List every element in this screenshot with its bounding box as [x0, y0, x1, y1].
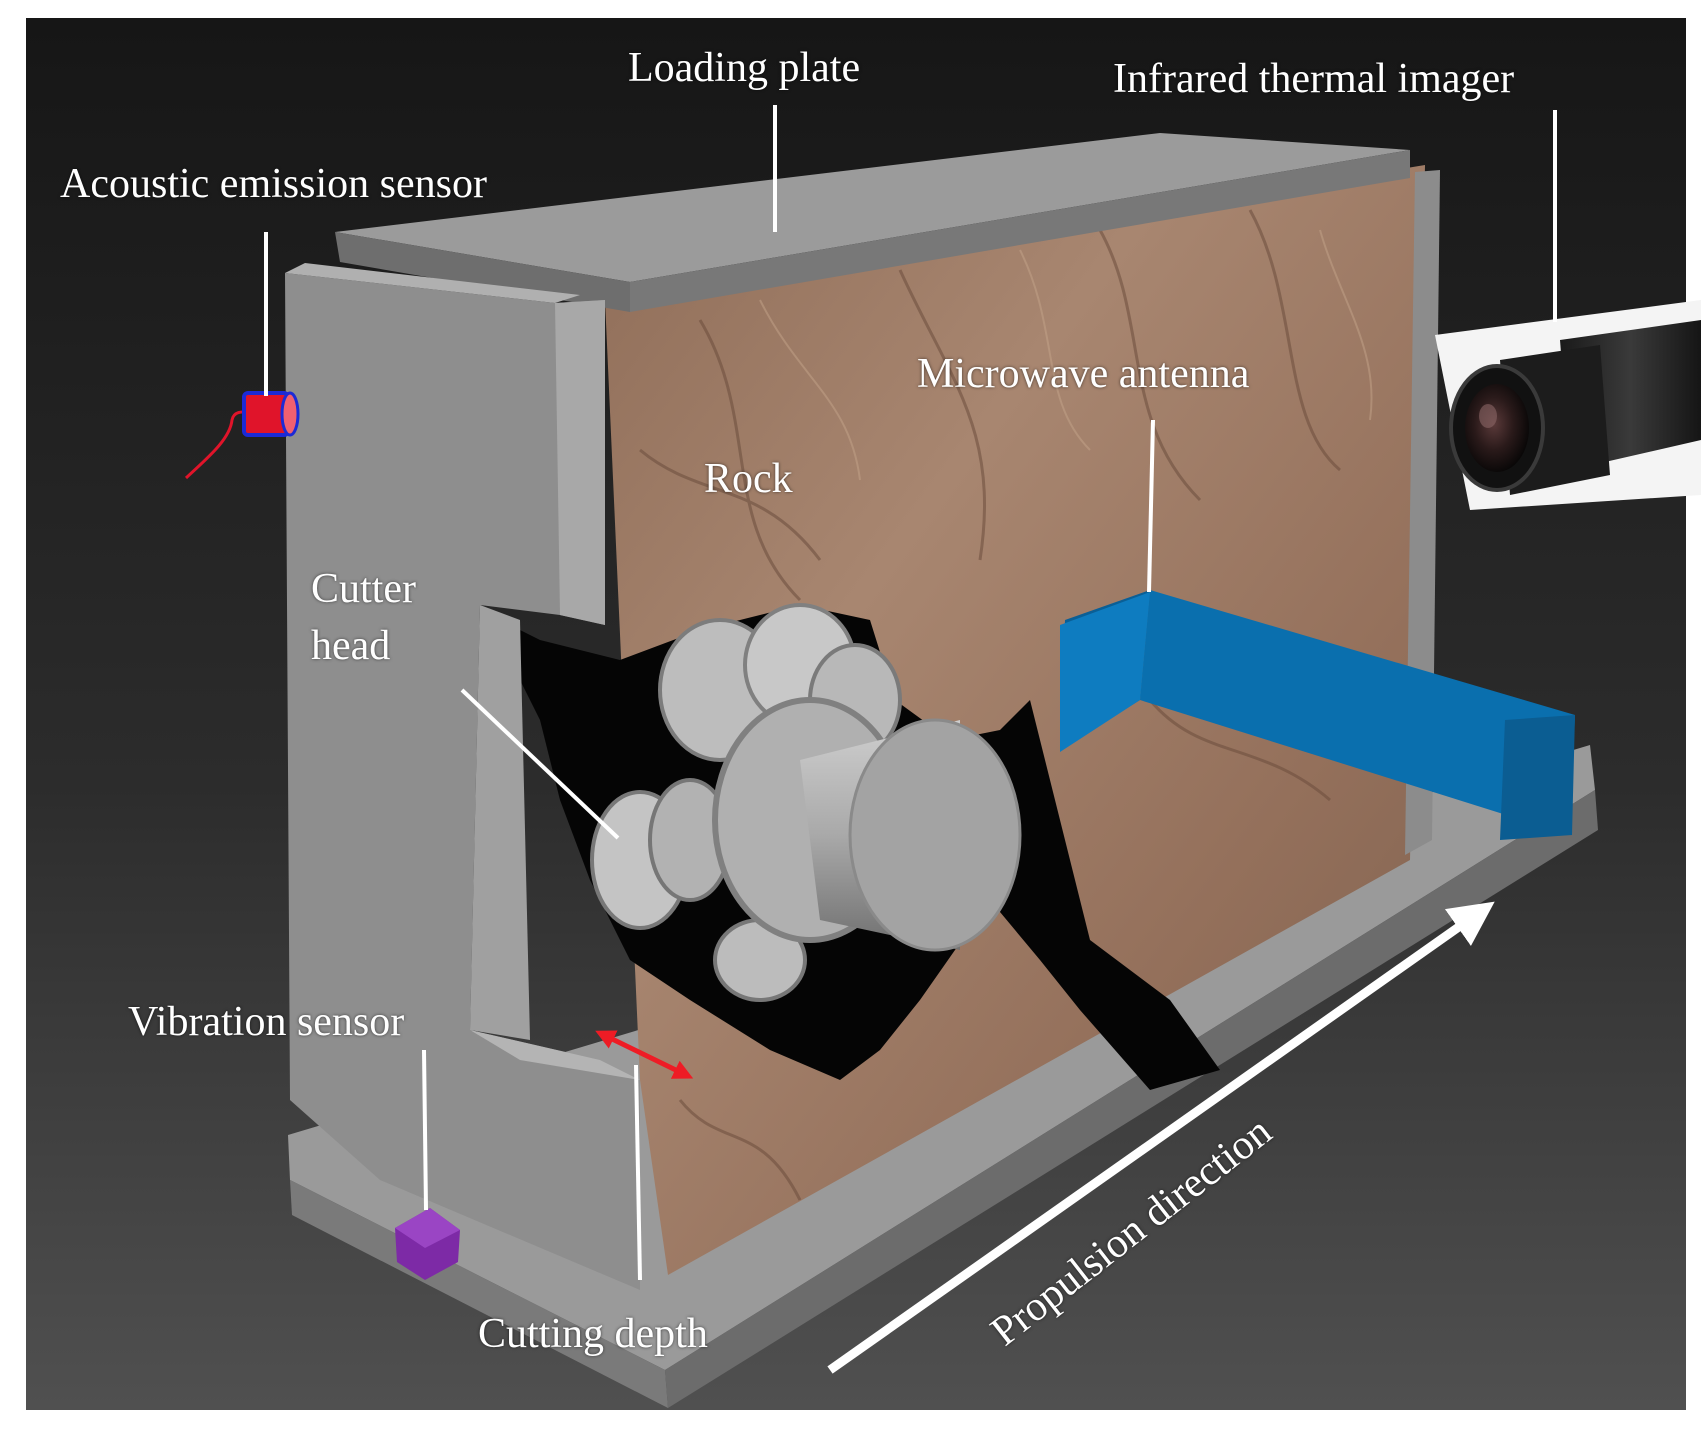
loading-plate-top [335, 133, 1410, 282]
cutting-depth-arrow [595, 1030, 694, 1079]
propulsion-direction-arrow [827, 901, 1495, 1374]
cutter-head-icon [590, 603, 1022, 1002]
label-cutter-head-line1: Cutter [311, 566, 416, 612]
label-vibration-sensor: Vibration sensor [128, 999, 405, 1045]
loading-plate-left [335, 232, 630, 312]
label-infrared-thermal-imager: Infrared thermal imager [1113, 56, 1515, 102]
label-loading-plate: Loading plate [628, 45, 861, 91]
c-frame-top-face [285, 263, 580, 303]
base-plate-front [290, 1180, 668, 1408]
label-cutter-head-line2: head [311, 623, 391, 669]
vibration-sensor-icon [395, 1208, 460, 1280]
rock-texture [639, 209, 1341, 1201]
infrared-camera-icon [1435, 300, 1701, 510]
label-microwave-antenna: Microwave antenna [917, 351, 1250, 397]
loading-plate-front [630, 150, 1410, 312]
c-frame-inner-top [555, 300, 605, 625]
microwave-antenna-icon [1060, 590, 1575, 840]
c-frame-inner-slot [470, 605, 530, 1040]
leader-lines [264, 105, 1557, 1281]
label-cutting-depth: Cutting depth [478, 1311, 708, 1357]
c-frame-front [285, 273, 640, 1290]
label-acoustic-emission-sensor: Acoustic emission sensor [60, 161, 487, 207]
base-plate-side [665, 790, 1598, 1408]
label-rock: Rock [704, 456, 793, 502]
